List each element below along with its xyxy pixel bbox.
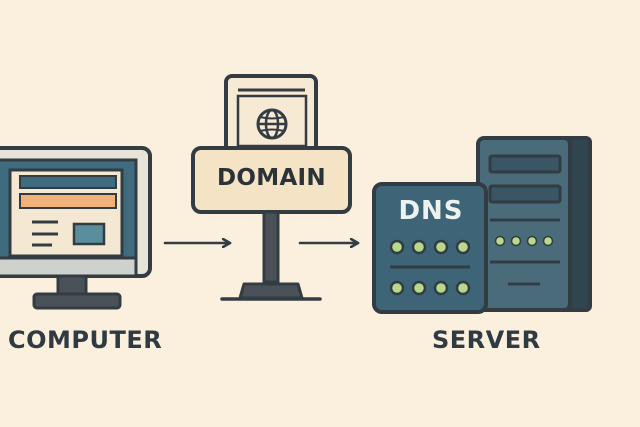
monitor-icon [0, 146, 152, 310]
browser-window-icon [8, 168, 124, 258]
domain-label: DOMAIN [217, 165, 326, 191]
server-label: SERVER [432, 326, 541, 354]
dns-server-icon [372, 182, 488, 314]
globe-icon [256, 108, 288, 140]
dns-label: DNS [398, 196, 464, 226]
server-rack-icon [476, 136, 592, 312]
computer-label: COMPUTER [8, 326, 163, 354]
signpost-icon [191, 74, 352, 301]
